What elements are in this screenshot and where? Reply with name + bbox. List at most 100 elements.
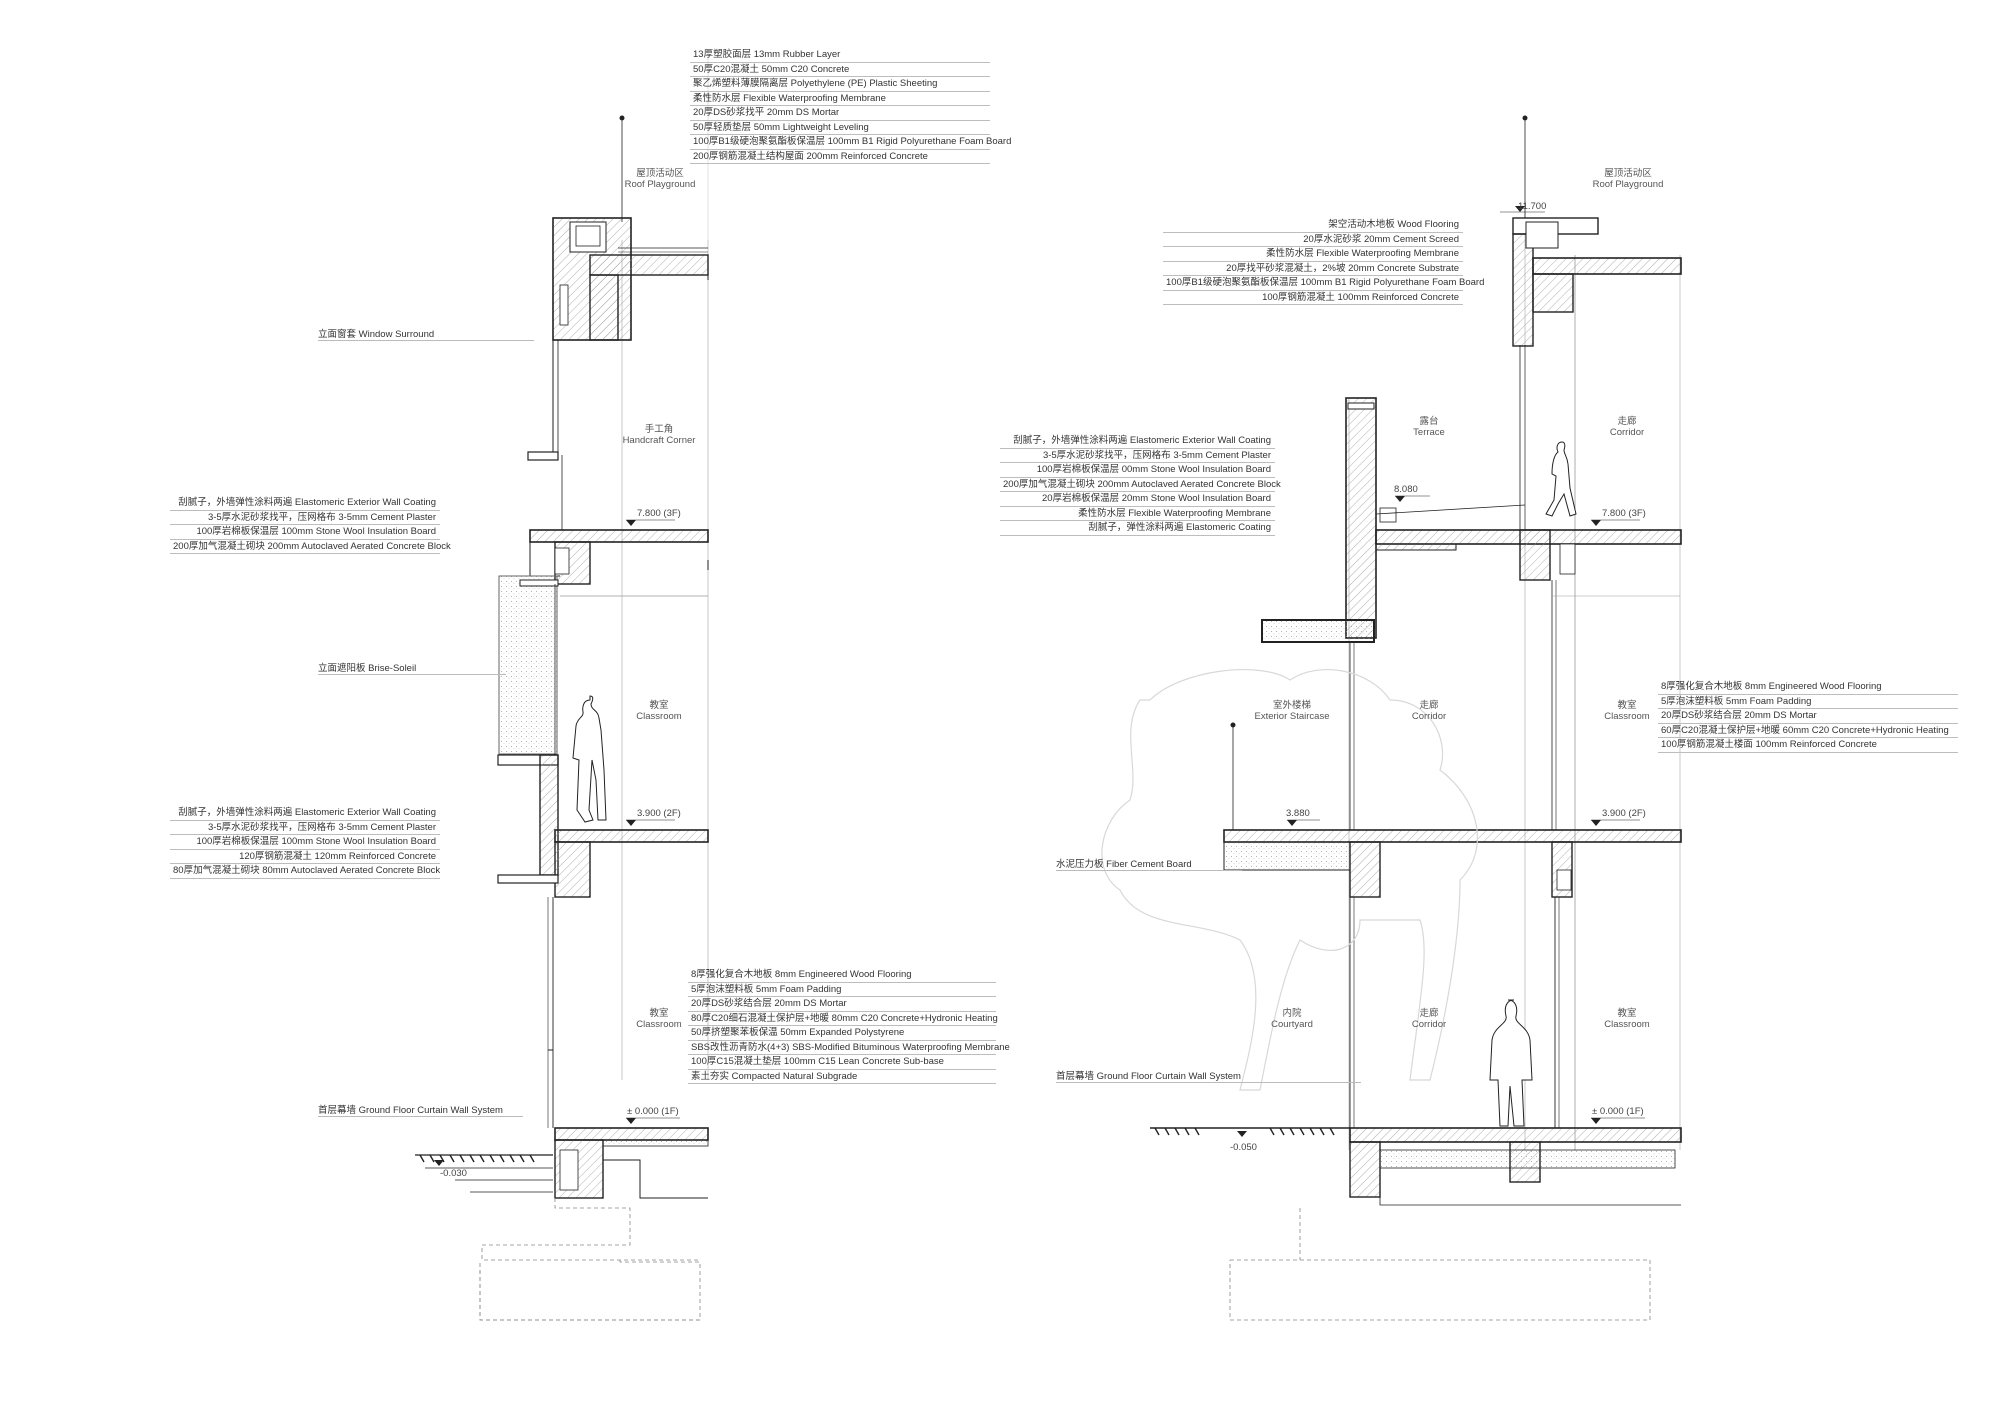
level-2f: 3.900 (2F) (637, 808, 681, 819)
room-en: Roof Playground (1592, 179, 1664, 190)
layer-row: 80厚C20细石混凝土保护层+地暖 80mm C20 Concrete+Hydr… (688, 1012, 998, 1026)
room-cn: 露台 (1419, 416, 1439, 427)
room-en: Terrace (1413, 427, 1445, 438)
layer-row: 20厚水泥砂浆 20mm Cement Screed (1163, 233, 1463, 247)
layer-row: 100厚钢筋混凝土楼面 100mm Reinforced Concrete (1658, 738, 1958, 753)
right-wall-layers: 刮腻子，外墙弹性涂料两遍 Elastomeric Exterior Wall C… (1000, 434, 1281, 536)
room-en: Classroom (1604, 711, 1650, 722)
layer-row: 100厚B1级硬泡聚氨酯板保温层 100mm B1 Rigid Polyuret… (1163, 276, 1484, 291)
layer-row: 100厚岩棉板保温层 100mm Stone Wool Insulation B… (170, 525, 440, 540)
room-en: Classroom (1604, 1019, 1650, 1030)
layer-row: 20厚DS砂浆结合层 20mm DS Mortar (1658, 709, 1958, 724)
room-en: Classroom (636, 1019, 682, 1030)
right-floor-layers-2f: 8厚强化复合木地板 8mm Engineered Wood Flooring 5… (1658, 680, 1958, 753)
person-silhouette-small (1545, 441, 1577, 517)
room-en: Corridor (1609, 427, 1645, 438)
right-roof-layers: 架空活动木地板 Wood Flooring 20厚水泥砂浆 20mm Cemen… (1163, 218, 1484, 305)
room-cn: 走廊 (1617, 416, 1637, 427)
layer-row: 架空活动木地板 Wood Flooring (1163, 218, 1463, 233)
layer-row: 13厚塑胶面层 13mm Rubber Layer (690, 48, 990, 63)
room-cn: 屋顶活动区 (636, 168, 684, 179)
room-cn: 教室 (1617, 700, 1637, 711)
layer-row: 100厚钢筋混凝土 100mm Reinforced Concrete (1163, 291, 1463, 305)
layer-row: 100厚B1级硬泡聚氨酯板保温层 100mm B1 Rigid Polyuret… (690, 135, 1011, 150)
layer-row: 刮腻子，外墙弹性涂料两遍 Elastomeric Exterior Wall C… (1000, 434, 1275, 449)
layer-row: 8厚强化复合木地板 8mm Engineered Wood Flooring (1658, 680, 1958, 695)
room-cn: 教室 (649, 1008, 669, 1019)
layer-row: 20厚DS砂浆找平 20mm DS Mortar (690, 106, 990, 121)
layer-row: 3-5厚水泥砂浆找平，压网格布 3-5mm Cement Plaster (170, 821, 440, 835)
level-3f: 7.800 (3F) (637, 508, 681, 519)
room-cn: 教室 (649, 700, 669, 711)
left-roof-layers: 13厚塑胶面层 13mm Rubber Layer 50厚C20混凝土 50mm… (690, 48, 1011, 164)
level-1f-right: ± 0.000 (1F) (1592, 1106, 1644, 1117)
callout-fiber-cement: 水泥压力板 Fiber Cement Board (1056, 856, 1242, 871)
room-cn: 手工角 (644, 424, 674, 435)
layer-row: 200厚钢筋混凝土结构屋面 200mm Reinforced Concrete (690, 150, 990, 164)
tree-outline (1101, 669, 1478, 1091)
layer-row: 120厚钢筋混凝土 120mm Reinforced Concrete (170, 850, 440, 864)
layer-row: 50厚轻质垫层 50mm Lightweight Leveling (690, 121, 990, 135)
layer-row: 20厚找平砂浆混凝土，2%坡 20mm Concrete Substrate (1163, 262, 1463, 276)
layer-row: 5厚泡沫塑料板 5mm Foam Padding (1658, 695, 1958, 709)
room-cn: 屋顶活动区 (1604, 168, 1652, 179)
layer-row: 柔性防水层 Flexible Waterproofing Membrane (690, 92, 990, 106)
callout-brise-soleil: 立面遮阳板 Brise-Soleil (318, 660, 507, 675)
layer-row: 100厚岩棉板保温层 100mm Stone Wool Insulation B… (170, 835, 440, 850)
left-floor-layers-1f: 8厚强化复合木地板 8mm Engineered Wood Flooring 5… (688, 968, 1010, 1084)
room-cn: 走廊 (1419, 1008, 1439, 1019)
room-cn: 内院 (1282, 1008, 1302, 1019)
layer-row: 20厚DS砂浆结合层 20mm DS Mortar (688, 997, 996, 1012)
layer-row: 聚乙烯塑料薄膜隔离层 Polyethylene (PE) Plastic She… (690, 77, 990, 92)
layer-row: 100厚岩棉板保温层 00mm Stone Wool Insulation Bo… (1000, 463, 1275, 478)
layer-row: 20厚岩棉板保温层 20mm Stone Wool Insulation Boa… (1000, 492, 1275, 507)
room-en: Corridor (1411, 1019, 1447, 1030)
callout-curtain-wall-right: 首层幕墙 Ground Floor Curtain Wall System (1056, 1068, 1361, 1083)
layer-row: 柔性防水层 Flexible Waterproofing Membrane (1000, 507, 1275, 521)
layer-row: 100厚C15混凝土垫层 100mm C15 Lean Concrete Sub… (688, 1055, 996, 1070)
layer-row: 3-5厚水泥砂浆找平，压网格布 3-5mm Cement Plaster (1000, 449, 1275, 463)
room-en: Roof Playground (624, 179, 696, 190)
room-en: Classroom (636, 711, 682, 722)
layer-row: 60厚C20混凝土保护层+地暖 60mm C20 Concrete+Hydron… (1658, 724, 1958, 738)
room-cn: 教室 (1617, 1008, 1637, 1019)
room-cn: 室外楼梯 (1272, 700, 1312, 711)
layer-row: 刮腻子，外墙弹性涂料两遍 Elastomeric Exterior Wall C… (170, 806, 440, 821)
layer-row: 200厚加气混凝土砌块 200mm Autoclaved Aerated Con… (1000, 478, 1281, 492)
room-en: Exterior Staircase (1254, 711, 1330, 722)
left-wall-layers-2f: 刮腻子，外墙弹性涂料两遍 Elastomeric Exterior Wall C… (170, 806, 440, 879)
callout-window-surround: 立面窗套 Window Surround (318, 326, 535, 341)
level-1f: ± 0.000 (1F) (627, 1106, 679, 1117)
level-3f-right: 7.800 (3F) (1602, 508, 1646, 519)
room-en: Corridor (1411, 711, 1447, 722)
level-roof-right: 11.700 (1518, 201, 1547, 212)
layer-row: 50厚C20混凝土 50mm C20 Concrete (690, 63, 990, 77)
level-2f-right: 3.900 (2F) (1602, 808, 1646, 819)
level-ground: -0.030 (440, 1168, 467, 1179)
layer-row: 素土夯实 Compacted Natural Subgrade (688, 1070, 996, 1084)
layer-row: 3-5厚水泥砂浆找平，压网格布 3-5mm Cement Plaster (170, 511, 440, 525)
layer-row: 刮腻子，外墙弹性涂料两遍 Elastomeric Exterior Wall C… (170, 496, 440, 511)
person-silhouette (572, 695, 607, 823)
room-en: Courtyard (1271, 1019, 1313, 1030)
layer-row: 80厚加气混凝土砌块 80mm Autoclaved Aerated Concr… (170, 864, 440, 879)
layer-row: 8厚强化复合木地板 8mm Engineered Wood Flooring (688, 968, 996, 983)
room-cn: 走廊 (1419, 700, 1439, 711)
layer-row: 刮腻子，弹性涂料两遍 Elastomeric Coating (1000, 521, 1275, 536)
person-silhouette-large (1489, 999, 1533, 1127)
layer-row: SBS改性沥青防水(4+3) SBS-Modified Bituminous W… (688, 1041, 1010, 1055)
